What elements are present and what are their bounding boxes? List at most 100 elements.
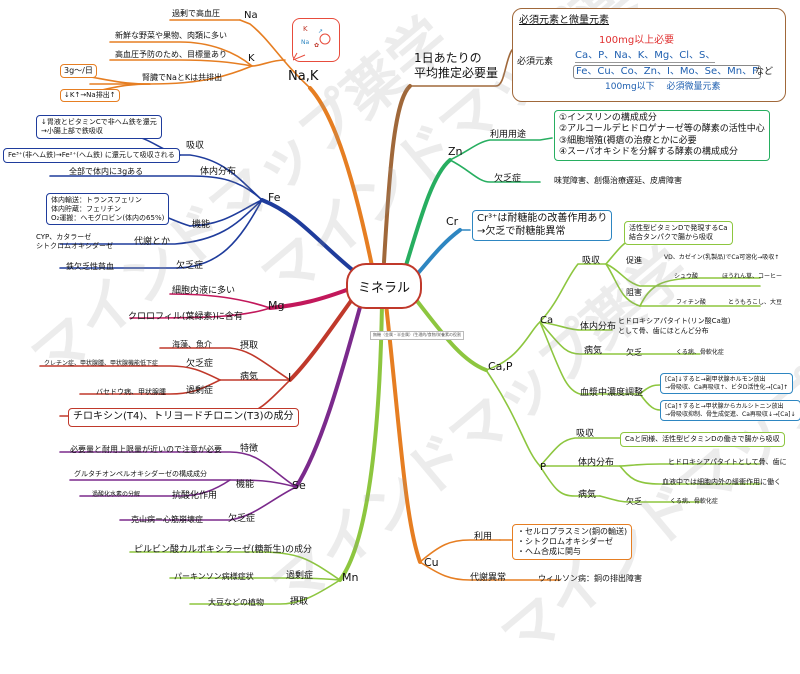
p-absorb-box: Caと同様、活性型ビタミンDの働きで腸から吸収	[620, 432, 785, 447]
k-label[interactable]: K	[248, 53, 255, 64]
branch-mg-label[interactable]: Mg	[268, 299, 285, 312]
mn-top-text: ピルビン酸カルボキシラーゼ(糖新生)の成分	[134, 545, 313, 555]
kidney-text: 腎臓でNaとKは共排出	[142, 73, 223, 82]
fe-def-label[interactable]: 欠乏症	[176, 261, 204, 271]
cu-use-line: ・シトクロムオキシダーゼ	[517, 537, 613, 546]
req-box-title: 必須元素と微量元素	[519, 15, 609, 26]
ca-dist-label[interactable]: 体内分布	[580, 322, 617, 332]
zn-use-line: ③細胞増殖(褥瘡の治療とかに必要	[559, 135, 697, 146]
req-row2: Fe、Cu、Co、Zn、I、Mo、Se、Mn、F	[573, 65, 761, 79]
req-label-line1[interactable]: 1日あたりの	[414, 51, 482, 65]
ca-inh1-b: ほうれん草、コーヒー	[722, 273, 783, 280]
i-intake-label[interactable]: 摂取	[240, 341, 259, 351]
fe-dist-label[interactable]: 体内分布	[200, 167, 237, 177]
branch-i-label[interactable]: I	[288, 371, 292, 384]
branch-nak-label[interactable]: Na,K	[288, 69, 319, 84]
k-excretion-box: ↓K↑→Na排出↑	[60, 89, 120, 102]
mg-item-2: クロロフィル(葉緑素)に含有	[128, 312, 243, 322]
mn-intake-text: 大豆などの植物	[208, 598, 264, 607]
branch-cu-label[interactable]: Cu	[424, 556, 439, 569]
cr-line: Cr³⁺は耐糖能の改善作用あり	[477, 213, 608, 224]
p-dist-text-1: ヒドロキシアパタイトとして骨、歯に	[668, 458, 787, 466]
zn-def-text: 味覚障害、創傷治療遅延、皮膚障害	[554, 176, 682, 185]
fe-func-box: 体内輸送：トランスフェリン 体内貯蔵：フェリチン O₂運搬：ヘモグロビン(体内の…	[46, 193, 170, 226]
na-item: 過剰で高血圧	[172, 9, 220, 18]
essential-elements-box: 必須元素と微量元素 100mg以上必要 必須元素 Ca、P、Na、K、Mg、Cl…	[512, 8, 786, 102]
cu-use-line: ・ヘム合成に関与	[517, 547, 581, 556]
zn-use-line: ①インスリンの構成成分	[559, 113, 657, 123]
logo-sticker-icon: K ↗ Na ✿	[291, 18, 340, 62]
ca-promote-line: 結合タンパクで腸から吸収	[629, 232, 713, 241]
se-anti-text: 過酸化水素の分解	[92, 491, 141, 498]
ca-inh1-a: シュウ酸	[674, 273, 699, 280]
mg-item-1: 細胞内液に多い	[172, 286, 236, 296]
center-label: ミネラル	[357, 280, 410, 296]
branch-zn-label[interactable]: Zn	[448, 145, 463, 158]
ca-def-label[interactable]: 欠乏	[626, 348, 642, 357]
i-intake-text: 海藻、魚介	[172, 340, 212, 349]
fe-func-label[interactable]: 機能	[192, 220, 211, 230]
mn-intake-label[interactable]: 摂取	[290, 597, 309, 607]
p-def-label[interactable]: 欠乏	[626, 497, 642, 506]
branch-mn-label[interactable]: Mn	[342, 571, 359, 584]
k-item-1: 新鮮な野菜や果物、肉類に多い	[115, 31, 227, 40]
req-label-line2[interactable]: 平均推定必要量	[414, 66, 499, 80]
ca-reg-box-1: [Ca]↓すると→副甲状腺ホルモン放出 →骨吸収、Ca再吸収↑、ビタD活性化→[…	[660, 373, 794, 394]
i-def-text: クレチン症、甲状腺腫、甲状腺機能低下症	[44, 360, 159, 367]
i-excess-text: バセドウ病、甲状腺腫	[96, 388, 166, 396]
zn-def-label[interactable]: 欠乏症	[494, 174, 522, 184]
branch-fe-label[interactable]: Fe	[268, 191, 281, 204]
req-hundred-under: 100mg以下 必須微量元素	[605, 82, 721, 92]
center-node[interactable]: ミネラル	[346, 263, 422, 309]
cr-box: Cr³⁺は耐糖能の改善作用あり →欠乏で耐糖能異常	[472, 210, 613, 241]
ca-inhibit-label[interactable]: 阻害	[626, 288, 642, 297]
se-feature-label[interactable]: 特徴	[240, 444, 259, 454]
i-def-label[interactable]: 欠乏症	[186, 359, 214, 369]
ca-reg-line: →骨吸収、Ca再吸収↑、ビタD活性化→[Ca]↑	[665, 383, 789, 391]
se-func-label[interactable]: 機能	[236, 480, 255, 490]
zn-use-line: ②アルコールデヒドロゲナーゼ等の酵素の活性中心	[559, 124, 765, 135]
req-row1: Ca、P、Na、K、Mg、Cl、S、	[575, 50, 716, 63]
ca-reg-label[interactable]: 血漿中濃度調整	[580, 388, 644, 398]
fe-def-text: 鉄欠乏性貧血	[66, 262, 114, 271]
fe-dist-text: 全部で体内に3gある	[69, 167, 144, 176]
i-disease-label[interactable]: 病気	[240, 372, 259, 382]
fe-metab-line: CYP、カタラーゼ	[36, 233, 92, 241]
svg-text:✿: ✿	[314, 42, 319, 49]
k-item-2: 高血圧予防のため、目標量あり	[115, 50, 227, 59]
ca-inh2-b: とうもろこし、大豆	[728, 299, 783, 306]
fe-metab-label[interactable]: 代謝とか	[134, 237, 171, 247]
cu-use-label[interactable]: 利用	[474, 532, 493, 542]
p-disease-label[interactable]: 病気	[578, 490, 597, 500]
fe-metab-line: シトクロムオキシダーゼ	[36, 242, 113, 250]
se-def-label[interactable]: 欠乏症	[228, 514, 256, 524]
cu-use-box: ・セルロプラスミン(銅の輸送) ・シトクロムオキシダーゼ ・ヘム合成に関与	[512, 524, 633, 560]
ca-label[interactable]: Ca	[540, 315, 554, 326]
p-dist-text-2: 血液中では細胞内外の緩衝作用に働く	[662, 478, 781, 486]
ca-absorb-label[interactable]: 吸収	[582, 256, 601, 266]
ca-disease-label[interactable]: 病気	[584, 346, 603, 356]
fe-reduction-box: Fe³⁺(非ヘム鉄)→Fe²⁺(ヘム鉄) に還元して吸収される	[3, 148, 180, 163]
fe-absorb-label[interactable]: 吸収	[186, 141, 205, 151]
ca-promote-box: 活性型ビタミンDで発現するCa 結合タンパクで腸から吸収	[624, 221, 733, 245]
mn-excess-text: パーキンソン病様症状	[174, 572, 254, 581]
i-excess-label[interactable]: 過剰症	[186, 386, 214, 396]
p-dist-label[interactable]: 体内分布	[578, 458, 615, 468]
p-absorb-label[interactable]: 吸収	[576, 429, 595, 439]
k-intake-box: 3g〜/日	[60, 64, 97, 78]
p-label[interactable]: P	[540, 462, 547, 473]
ca-dist-line: ヒドロキシアパタイト(リン酸Ca塩)	[618, 317, 731, 325]
zn-use-label[interactable]: 利用用途	[490, 130, 527, 140]
branch-se-label[interactable]: Se	[292, 479, 306, 492]
cu-abn-label[interactable]: 代謝異常	[470, 573, 507, 583]
svg-text:K: K	[303, 25, 308, 33]
fe-absorb-line: →小腸上部で鉄吸収	[41, 126, 103, 135]
cu-use-line: ・セルロプラスミン(銅の輸送)	[517, 527, 628, 536]
se-anti-label[interactable]: 抗酸化作用	[172, 491, 218, 501]
mn-excess-label[interactable]: 過剰症	[286, 571, 314, 581]
na-label[interactable]: Na	[244, 10, 258, 21]
ca-promote-label[interactable]: 促進	[626, 256, 642, 265]
branch-cap-label[interactable]: Ca,P	[488, 360, 513, 373]
req-row2-tail: など	[755, 67, 774, 77]
branch-cr-label[interactable]: Cr	[446, 215, 459, 228]
